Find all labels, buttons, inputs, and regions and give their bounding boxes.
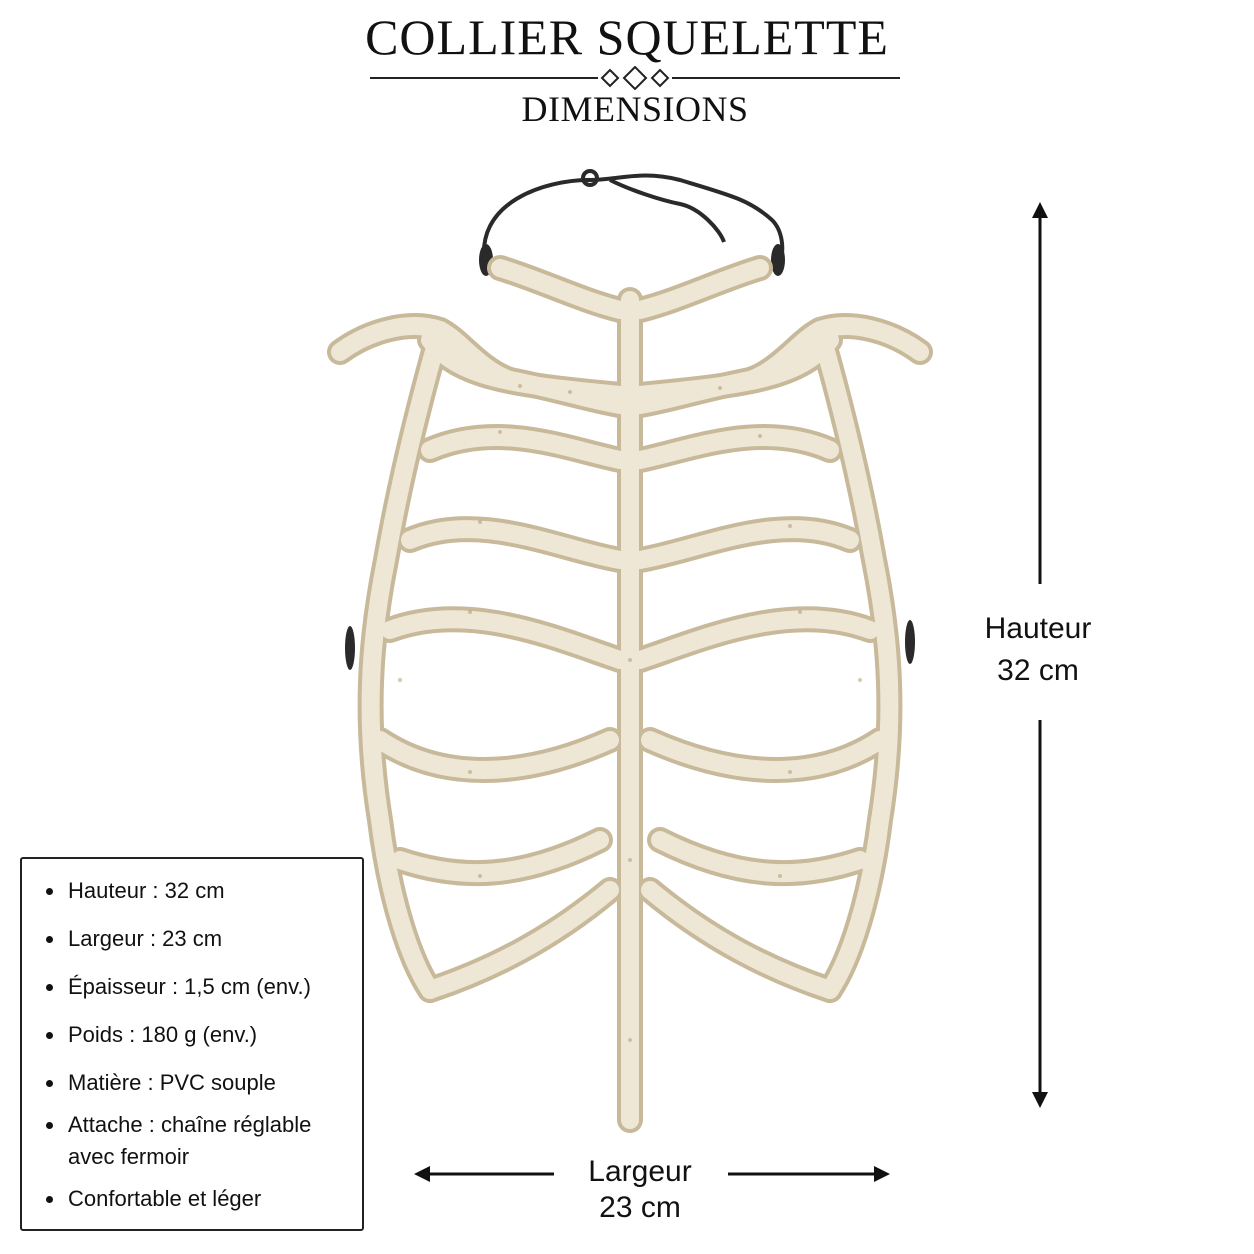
height-value: 32 cm xyxy=(997,654,1079,687)
specs-list: Hauteur : 32 cm Largeur : 23 cm Épaisseu… xyxy=(22,859,362,1215)
double-arrow-horizontal-icon xyxy=(414,1166,890,1182)
bullet-icon xyxy=(46,1032,53,1039)
bullet-icon xyxy=(46,1080,53,1087)
bullet-icon xyxy=(46,1122,53,1129)
chain-icon xyxy=(481,169,785,271)
spec-item: Largeur : 23 cm xyxy=(44,923,352,955)
skeleton-necklace-image xyxy=(327,169,933,1133)
page-subtitle: DIMENSIONS xyxy=(521,89,749,129)
bullet-icon xyxy=(46,984,53,991)
specs-box: Hauteur : 32 cm Largeur : 23 cm Épaisseu… xyxy=(20,857,364,1231)
double-arrow-vertical-icon xyxy=(1032,202,1048,1108)
spec-item: Hauteur : 32 cm xyxy=(44,875,352,907)
height-dimension-label: Hauteur 32 cm xyxy=(958,608,1118,692)
width-label: Largeur xyxy=(588,1155,692,1188)
width-dimension-label: Largeur 23 cm xyxy=(560,1154,720,1226)
spec-item: Épaisseur : 1,5 cm (env.) xyxy=(44,971,352,1003)
diamond-divider-icon xyxy=(370,66,900,90)
bullet-icon xyxy=(46,936,53,943)
page-title: COLLIER SQUELETTE xyxy=(365,9,889,65)
spec-item: Confortable et léger xyxy=(44,1183,352,1215)
width-value: 23 cm xyxy=(599,1191,681,1224)
bullet-icon xyxy=(46,1196,53,1203)
spec-item: Poids : 180 g (env.) xyxy=(44,1019,352,1051)
spec-item: Matière : PVC souple xyxy=(44,1067,352,1099)
height-label: Hauteur xyxy=(984,612,1092,645)
bullet-icon xyxy=(46,888,53,895)
spec-item: Attache : chaîne réglable avec fermoir xyxy=(44,1109,352,1173)
